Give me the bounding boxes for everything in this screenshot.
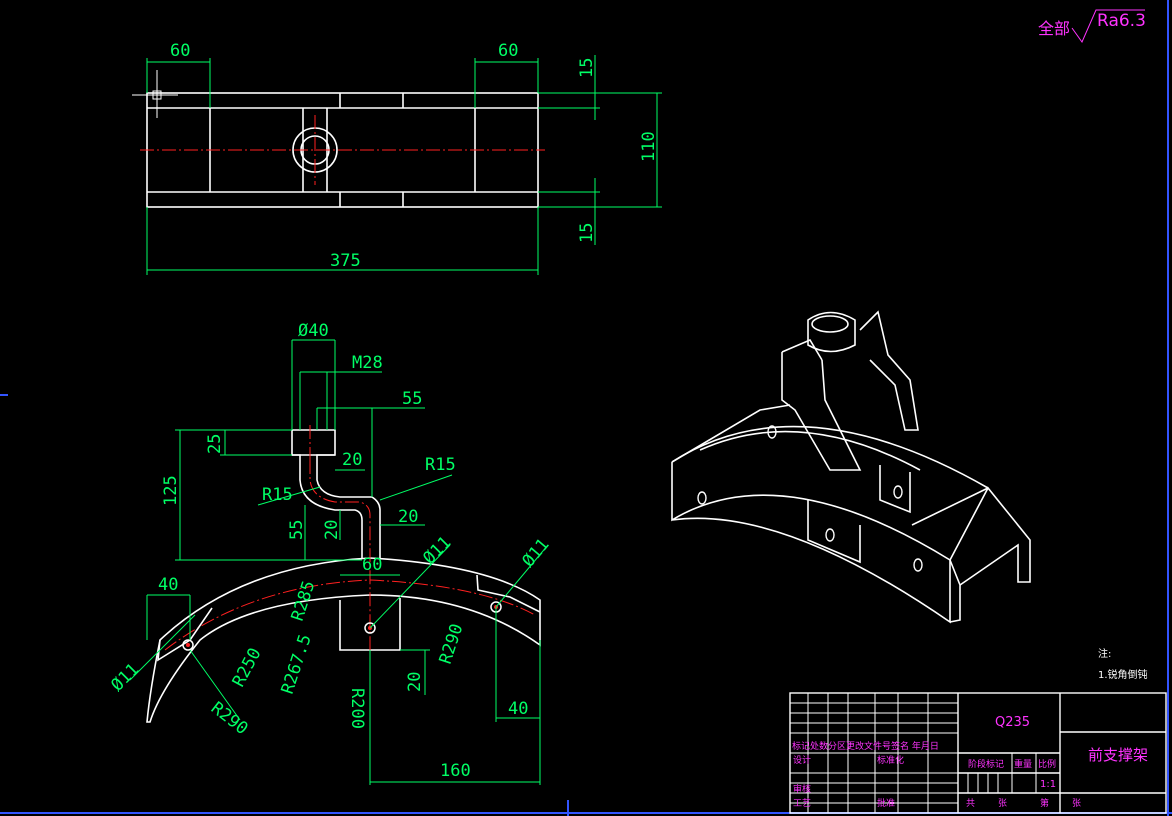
dim-bottom-15: 15: [577, 223, 597, 243]
tb-scale-value: 1:1: [1040, 779, 1056, 790]
dim-phi11-c: Ø11: [519, 535, 554, 571]
front-view: Ø40 M28 55 25 125 R15 R15 20 20 20 55 60…: [107, 321, 554, 785]
dim-top-left-60: 60: [170, 41, 190, 61]
roughness-value: Ra6.3: [1097, 11, 1146, 31]
dim-20-d: 20: [405, 672, 425, 692]
dim-r267: R267.5: [278, 632, 316, 697]
dim-r290-right: R290: [436, 621, 468, 666]
tb-material: Q235: [995, 715, 1030, 730]
dim-160: 160: [440, 761, 471, 781]
dim-40-left: 40: [158, 575, 178, 595]
tb-stage-mark: 阶段标记: [968, 758, 1004, 770]
title-block: Q235 前支撑架 标记处数分区更改文件号签名 年月日 设计 标准化 审核 工艺…: [789, 692, 1167, 814]
dim-125: 125: [161, 475, 181, 506]
dim-phi40: Ø40: [298, 321, 329, 341]
tb-approve: 批准: [877, 797, 895, 809]
dim-length-375: 375: [330, 251, 361, 271]
dim-r15-left: R15: [262, 485, 293, 505]
tb-design: 设计: [793, 754, 811, 766]
dim-m28: M28: [352, 353, 383, 373]
dim-r250: R250: [229, 645, 266, 691]
tb-part-name: 前支撑架: [1088, 746, 1148, 764]
dim-40-right: 40: [508, 699, 528, 719]
tb-process: 工艺: [793, 798, 811, 809]
dim-top-15: 15: [577, 58, 597, 78]
tb-review: 审核: [793, 783, 811, 795]
notes-title: 注:: [1098, 647, 1111, 660]
dim-55-top: 55: [402, 389, 422, 409]
dim-height-110: 110: [639, 131, 659, 162]
roughness-symbol: 全部 Ra6.3: [1038, 9, 1146, 44]
roughness-prefix: 全部: [1038, 19, 1070, 38]
dim-25: 25: [205, 434, 225, 454]
dim-r15-right: R15: [425, 455, 456, 475]
tb-weight: 重量: [1014, 758, 1032, 770]
dim-20-b: 20: [322, 520, 342, 540]
dim-20-c: 20: [398, 507, 418, 527]
tb-sheets-a: 张: [998, 798, 1007, 809]
dim-55-left: 55: [287, 520, 307, 540]
dim-r200: R200: [347, 688, 367, 729]
dim-20-a: 20: [342, 450, 362, 470]
top-view: 60 60 15 15 110 375: [132, 41, 662, 275]
dim-r285: R285: [288, 578, 320, 623]
isometric-view: [671, 310, 1031, 624]
tb-page: 第: [1040, 797, 1049, 809]
tb-row-header: 标记处数分区更改文件号签名 年月日: [792, 740, 939, 752]
tb-scale: 比例: [1038, 758, 1056, 770]
dim-phi11-a: Ø11: [107, 660, 143, 696]
tb-total: 共: [966, 798, 975, 809]
notes-line1: 1.锐角倒钝: [1098, 668, 1148, 681]
dim-60: 60: [362, 555, 382, 575]
tb-standardization: 标准化: [877, 754, 904, 766]
tb-sheets-b: 张: [1072, 798, 1081, 809]
dim-top-right-60: 60: [498, 41, 518, 61]
